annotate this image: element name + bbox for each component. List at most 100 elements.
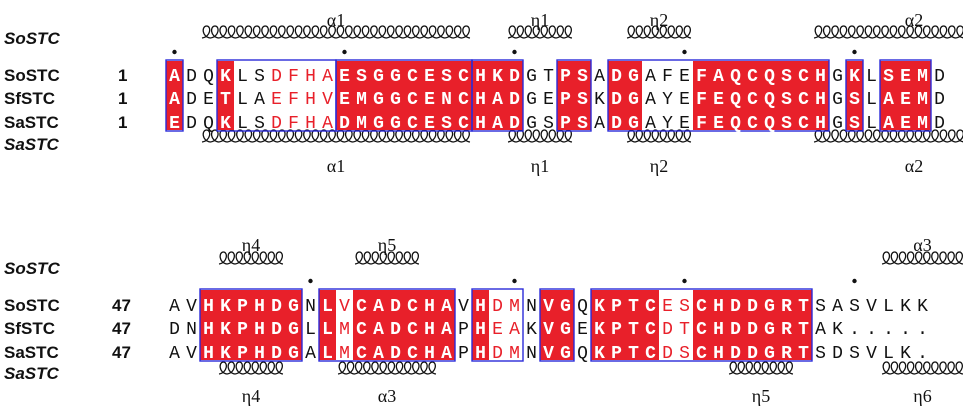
residue: D bbox=[662, 320, 673, 340]
top-helix-label: η5 bbox=[378, 235, 396, 255]
residue: D bbox=[271, 114, 282, 134]
sequence-name: SoSTC bbox=[4, 66, 60, 85]
residue: . bbox=[866, 320, 877, 340]
residue: D bbox=[390, 320, 401, 340]
residue: G bbox=[764, 297, 775, 317]
residue: S bbox=[254, 67, 265, 87]
residue: V bbox=[543, 344, 554, 364]
residue: Q bbox=[764, 90, 775, 110]
residue: D bbox=[747, 344, 758, 364]
residue: A bbox=[645, 114, 656, 134]
residue: S bbox=[577, 90, 588, 110]
residue: C bbox=[407, 297, 418, 317]
residue: L bbox=[866, 114, 877, 134]
residue: K bbox=[900, 344, 911, 364]
residue: V bbox=[186, 297, 197, 317]
residue: H bbox=[305, 67, 316, 87]
top-helix-label: η1 bbox=[531, 10, 549, 30]
residue: S bbox=[577, 67, 588, 87]
residue: S bbox=[679, 344, 690, 364]
sequence-name: SaSTC bbox=[4, 113, 59, 132]
residue: . bbox=[900, 320, 911, 340]
residue: D bbox=[390, 297, 401, 317]
residue: N bbox=[305, 297, 316, 317]
residue: P bbox=[458, 344, 469, 364]
residue: H bbox=[815, 67, 826, 87]
residue: H bbox=[203, 297, 214, 317]
conservation-box bbox=[590, 288, 813, 362]
residue: A bbox=[441, 320, 452, 340]
residue: A bbox=[441, 297, 452, 317]
residue: G bbox=[764, 320, 775, 340]
residue: D bbox=[611, 114, 622, 134]
residue: G bbox=[390, 114, 401, 134]
residue: L bbox=[866, 90, 877, 110]
residue: Q bbox=[730, 67, 741, 87]
residue: A bbox=[441, 344, 452, 364]
residue: E bbox=[679, 67, 690, 87]
conservation-box bbox=[607, 59, 830, 132]
bottom-helix-0 bbox=[201, 129, 471, 143]
residue: C bbox=[458, 114, 469, 134]
residue: M bbox=[339, 320, 350, 340]
residue: E bbox=[577, 320, 588, 340]
residue: D bbox=[169, 320, 180, 340]
residue: D bbox=[271, 67, 282, 87]
residue: V bbox=[186, 344, 197, 364]
residue: Q bbox=[764, 114, 775, 134]
residue: E bbox=[492, 320, 503, 340]
residue: P bbox=[237, 297, 248, 317]
residue: H bbox=[254, 320, 265, 340]
top-helix-label: α3 bbox=[913, 235, 931, 255]
residue: A bbox=[169, 297, 180, 317]
residue: C bbox=[696, 320, 707, 340]
residue: A bbox=[169, 90, 180, 110]
identical-residue-block bbox=[472, 290, 489, 360]
residue: S bbox=[254, 114, 265, 134]
identical-residue-block bbox=[693, 61, 829, 130]
residue: K bbox=[917, 297, 928, 317]
residue: Q bbox=[203, 114, 214, 134]
helix-path bbox=[201, 25, 471, 39]
residue: H bbox=[475, 320, 486, 340]
top-helix-2 bbox=[881, 251, 963, 265]
bottom-helix-1 bbox=[337, 361, 437, 375]
top-helix-label: η4 bbox=[242, 235, 260, 255]
residue: E bbox=[900, 67, 911, 87]
helix-path bbox=[507, 129, 573, 143]
residue: T bbox=[798, 297, 809, 317]
residue: K bbox=[220, 320, 231, 340]
residue: A bbox=[373, 297, 384, 317]
residue: S bbox=[781, 114, 792, 134]
residue: L bbox=[322, 344, 333, 364]
sequence-start-number: 47 bbox=[112, 343, 131, 362]
residue: M bbox=[917, 114, 928, 134]
sequence-start-number: 1 bbox=[118, 89, 127, 108]
residue: D bbox=[339, 114, 350, 134]
residue: H bbox=[424, 297, 435, 317]
residue: K bbox=[594, 320, 605, 340]
residue: K bbox=[220, 344, 231, 364]
residue: A bbox=[169, 67, 180, 87]
residue: T bbox=[798, 344, 809, 364]
bottom-helix-label: η6 bbox=[913, 386, 931, 406]
residue: M bbox=[509, 297, 520, 317]
residue: L bbox=[305, 320, 316, 340]
sequence-start-number: 47 bbox=[112, 319, 131, 338]
residue: S bbox=[441, 67, 452, 87]
residue: K bbox=[594, 90, 605, 110]
helix-path bbox=[354, 251, 420, 265]
top-structure-name: SoSTC bbox=[4, 259, 60, 278]
residue: C bbox=[645, 344, 656, 364]
residue: Q bbox=[577, 344, 588, 364]
position-dot bbox=[852, 278, 857, 284]
residue: S bbox=[356, 67, 367, 87]
residue: A bbox=[815, 320, 826, 340]
bottom-helix-3 bbox=[881, 361, 963, 375]
identical-residue-block bbox=[540, 290, 574, 360]
residue: S bbox=[441, 114, 452, 134]
residue: H bbox=[475, 297, 486, 317]
